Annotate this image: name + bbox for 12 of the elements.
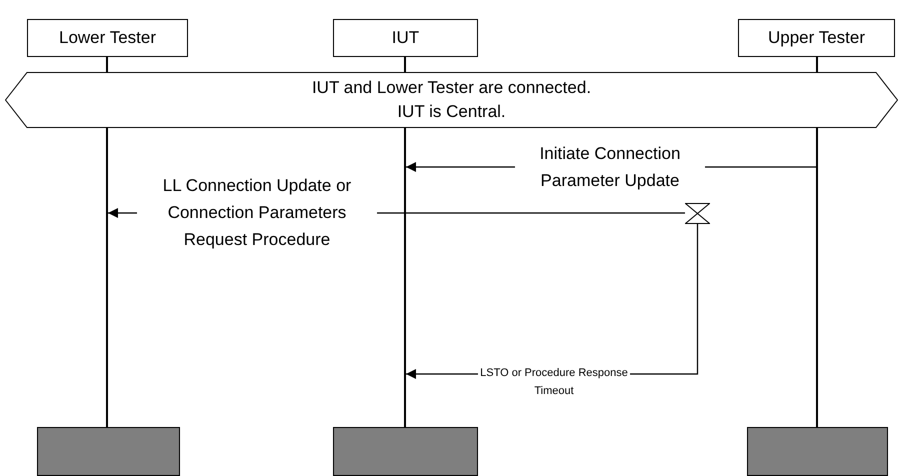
node-text: IUT and Lower Tester are connected. IUT is Central. <box>310 77 592 123</box>
condition-banner <box>5 72 898 128</box>
node-text: Lower Tester <box>58 27 156 49</box>
lifeline-header-box <box>27 19 188 57</box>
lifeline-end-box <box>37 427 180 476</box>
lifeline-end-box <box>747 427 888 476</box>
timer-icon <box>685 203 710 224</box>
lifeline-end-box <box>333 427 478 476</box>
lifeline-header-box <box>333 19 478 57</box>
node-text: IUT <box>392 27 420 49</box>
lifeline-header-box <box>738 19 895 57</box>
node-text: Upper Tester <box>768 27 865 49</box>
